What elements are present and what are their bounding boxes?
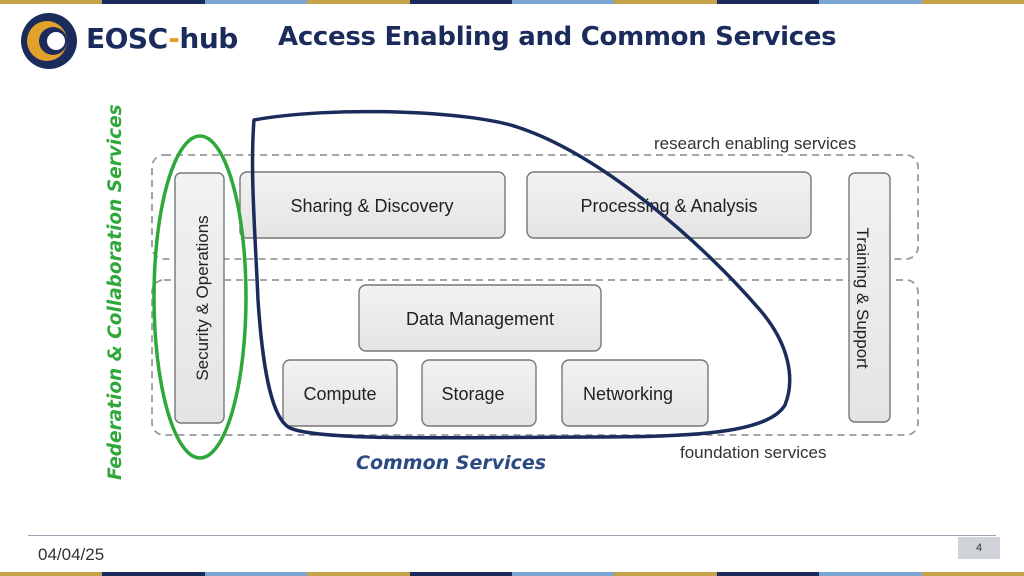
foundation-label: foundation services	[680, 443, 826, 462]
page-title: Access Enabling and Common Services	[278, 22, 837, 52]
sharing-discovery-box: Sharing & Discovery	[239, 171, 506, 239]
common-services-label: Common Services	[356, 452, 547, 474]
data-management-label: Data Management	[406, 309, 554, 329]
data-management-box: Data Management	[358, 284, 602, 352]
research-enabling-container	[151, 154, 919, 260]
security-operations-label: Security & Operations	[193, 215, 212, 380]
page-number: 4	[958, 537, 1000, 559]
footer-divider	[28, 535, 996, 536]
common-services-outline	[250, 109, 792, 440]
footer-date: 04/04/25	[38, 545, 105, 564]
training-support-label: Training & Support	[853, 227, 872, 368]
eosc-logo-icon	[21, 13, 77, 69]
storage-label: Storage	[441, 384, 504, 404]
processing-analysis-box: Processing & Analysis	[526, 171, 812, 239]
top-color-stripe	[0, 0, 1024, 4]
training-support-box: Training & Support	[848, 172, 891, 423]
compute-box: Compute	[282, 359, 398, 427]
processing-analysis-label: Processing & Analysis	[580, 196, 757, 216]
networking-label: Networking	[583, 384, 673, 404]
federation-highlight-ellipse	[152, 134, 248, 460]
storage-box: Storage	[421, 359, 537, 427]
sharing-discovery-label: Sharing & Discovery	[290, 196, 453, 216]
bottom-color-stripe	[0, 572, 1024, 576]
compute-label: Compute	[303, 384, 376, 404]
security-operations-box: Security & Operations	[174, 172, 225, 424]
federation-collaboration-label: Federation & Collaboration Services	[105, 104, 126, 480]
brand-name: EOSC-hub	[86, 22, 238, 55]
research-enabling-label: research enabling services	[654, 134, 856, 153]
networking-box: Networking	[561, 359, 709, 427]
